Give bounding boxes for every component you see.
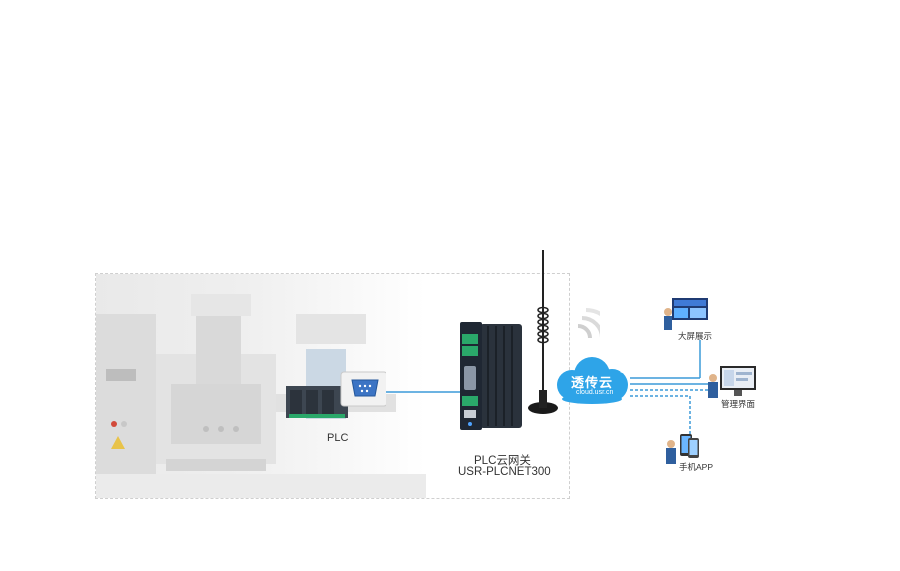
plc-device xyxy=(286,370,388,420)
mobile-app-label: 手机APP xyxy=(679,462,714,472)
cloud-icon xyxy=(552,355,632,405)
antenna xyxy=(526,250,560,416)
cloud-url: cloud.usr.cn xyxy=(576,389,614,396)
gateway-model: USR-PLCNET300 xyxy=(458,466,551,478)
wireless-signal-icon xyxy=(560,308,616,348)
plc-label: PLC xyxy=(327,432,349,444)
management-pc-icon xyxy=(706,364,758,400)
big-screen-label: 大屏展示 xyxy=(678,331,713,341)
management-label: 管理界面 xyxy=(721,399,756,409)
mobile-app-icon xyxy=(664,432,700,466)
cloud-title: 透传云 xyxy=(571,375,614,390)
cloud-registered-mark: ® xyxy=(620,369,624,375)
gateway-device xyxy=(458,322,524,430)
gateway-name: PLC云网关 xyxy=(474,455,531,467)
big-screen-icon xyxy=(662,296,710,332)
